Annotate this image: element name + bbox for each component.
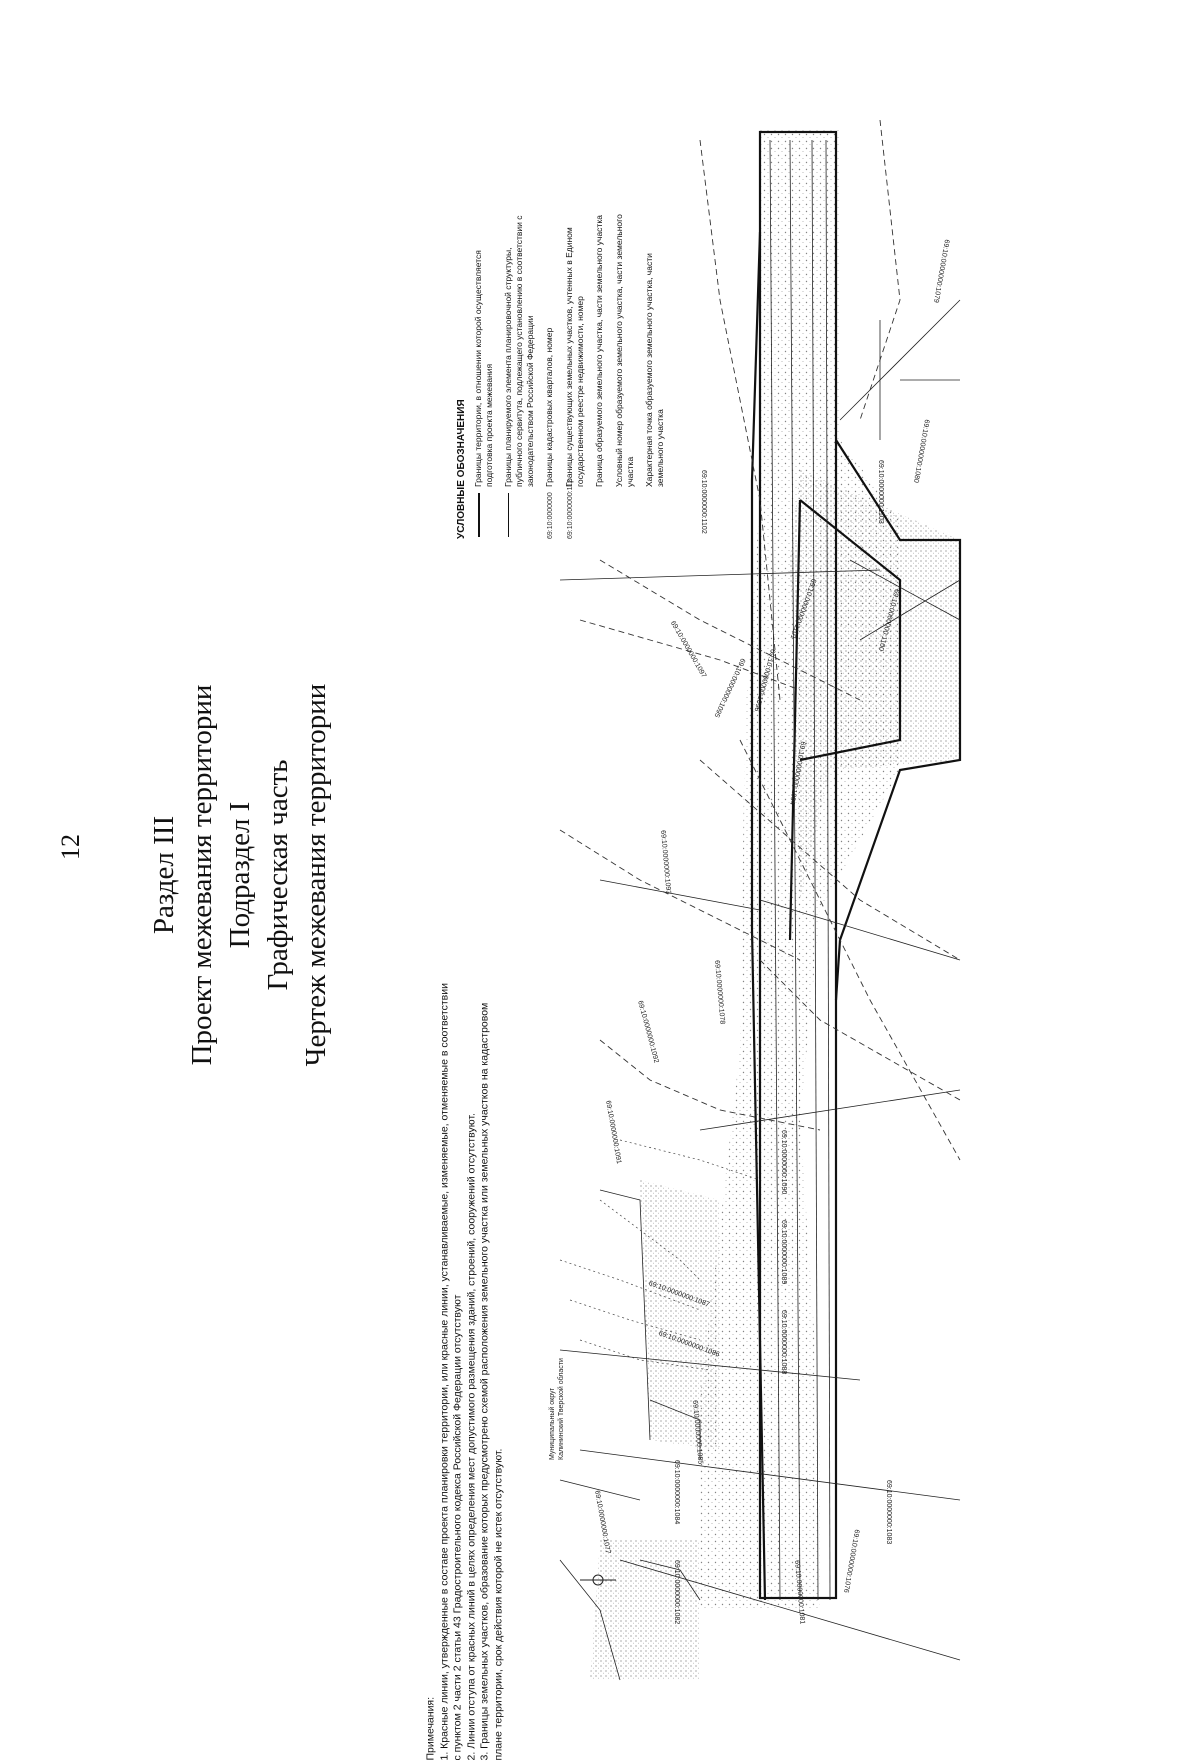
north-arrow-icon (580, 1574, 616, 1586)
parcel-label: 69:10:0000000:1082 (673, 1560, 680, 1625)
parcel-label: 69:10:0000000:1084 (673, 1460, 680, 1525)
parcel-label: 69:10:0000000:1103 (877, 460, 884, 524)
cadastral-lines (559, 139, 961, 1661)
terrain-stipple (590, 130, 960, 1680)
parcel-label: 69:10:0000000:1090 (780, 1130, 787, 1195)
municipal-label: Муниципальный округ Калининский Тверской… (549, 1358, 565, 1460)
parcel-boundaries-left (559, 1189, 701, 1681)
parcel-label: 69:10:0000000:1083 (885, 1480, 892, 1545)
parcel-label: 69:10:0000000:1088 (780, 1310, 787, 1375)
parcel-label: 69:10:0000000:1102 (700, 470, 707, 534)
parcel-label: 69:10:0000000:1089 (780, 1220, 787, 1285)
road-lines (559, 1139, 761, 1371)
survey-map (559, 119, 962, 1681)
dashed-lines (559, 119, 961, 1161)
